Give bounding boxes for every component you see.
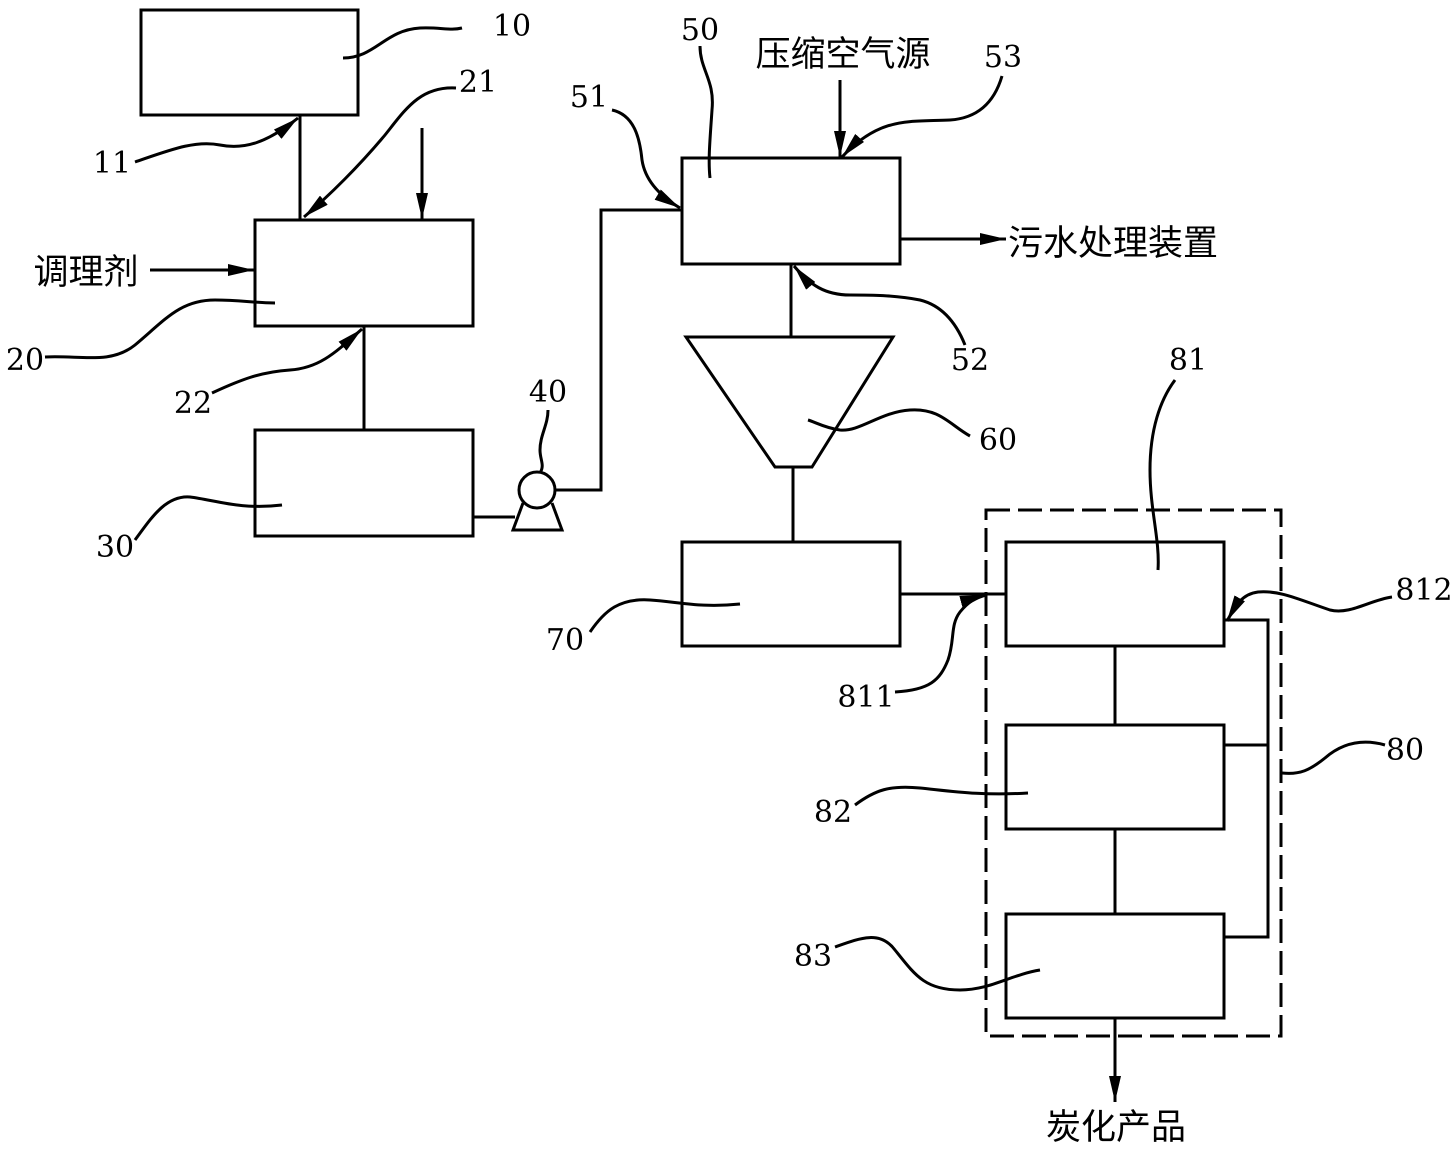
compressed-air-source-label: 压缩空气源 [755,35,930,75]
box-30 [253,428,475,538]
leader-22 [211,327,363,395]
leader-30 [133,495,283,541]
leader-82 [854,785,1029,807]
conditioner-label: 调理剂 [33,253,138,293]
box-81 [1004,540,1226,648]
label-11: 11 [93,146,131,181]
box-50 [680,156,902,266]
pump-40-icon [510,470,565,532]
leader-811 [894,593,987,694]
box-83 [1004,912,1226,1020]
label-51: 51 [570,80,608,115]
leader-50 [698,45,714,179]
connector-pump-to-50 [555,208,682,492]
leader-70 [588,598,741,633]
leader-10 [342,26,463,60]
leader-20 [44,298,276,360]
label-70: 70 [546,623,584,658]
label-10: 10 [493,9,531,44]
leader-80 [1281,740,1386,775]
box-70 [680,540,902,648]
label-40: 40 [529,375,567,410]
leader-83 [834,936,1041,992]
funnel-60 [683,335,896,469]
leader-60 [807,408,971,438]
label-21: 21 [459,65,497,100]
return-bus [1224,618,1270,939]
label-60: 60 [979,423,1017,458]
label-52: 52 [951,343,989,378]
leader-53 [840,75,1004,159]
label-53: 53 [984,40,1022,75]
label-81: 81 [1169,343,1207,378]
leader-51 [611,108,681,210]
leader-52 [792,265,967,346]
label-20: 20 [6,343,44,378]
label-50: 50 [681,13,719,48]
box-82 [1004,723,1226,831]
dashed-group-80 [984,508,1283,1038]
label-82: 82 [814,795,852,830]
leader-21 [303,86,457,219]
wastewater-treatment-label: 污水处理装置 [1008,224,1218,264]
leader-812 [1225,590,1393,622]
leader-11 [134,116,299,164]
label-812: 812 [1395,573,1452,608]
box-10 [139,8,360,117]
label-80: 80 [1386,733,1424,768]
label-83: 83 [794,939,832,974]
carbonized-product-label: 炭化产品 [1046,1108,1186,1148]
box-20 [253,218,475,328]
leader-81 [1148,379,1177,571]
label-30: 30 [96,530,134,565]
label-811: 811 [837,680,894,715]
label-22: 22 [174,386,212,421]
leader-40 [538,409,550,474]
